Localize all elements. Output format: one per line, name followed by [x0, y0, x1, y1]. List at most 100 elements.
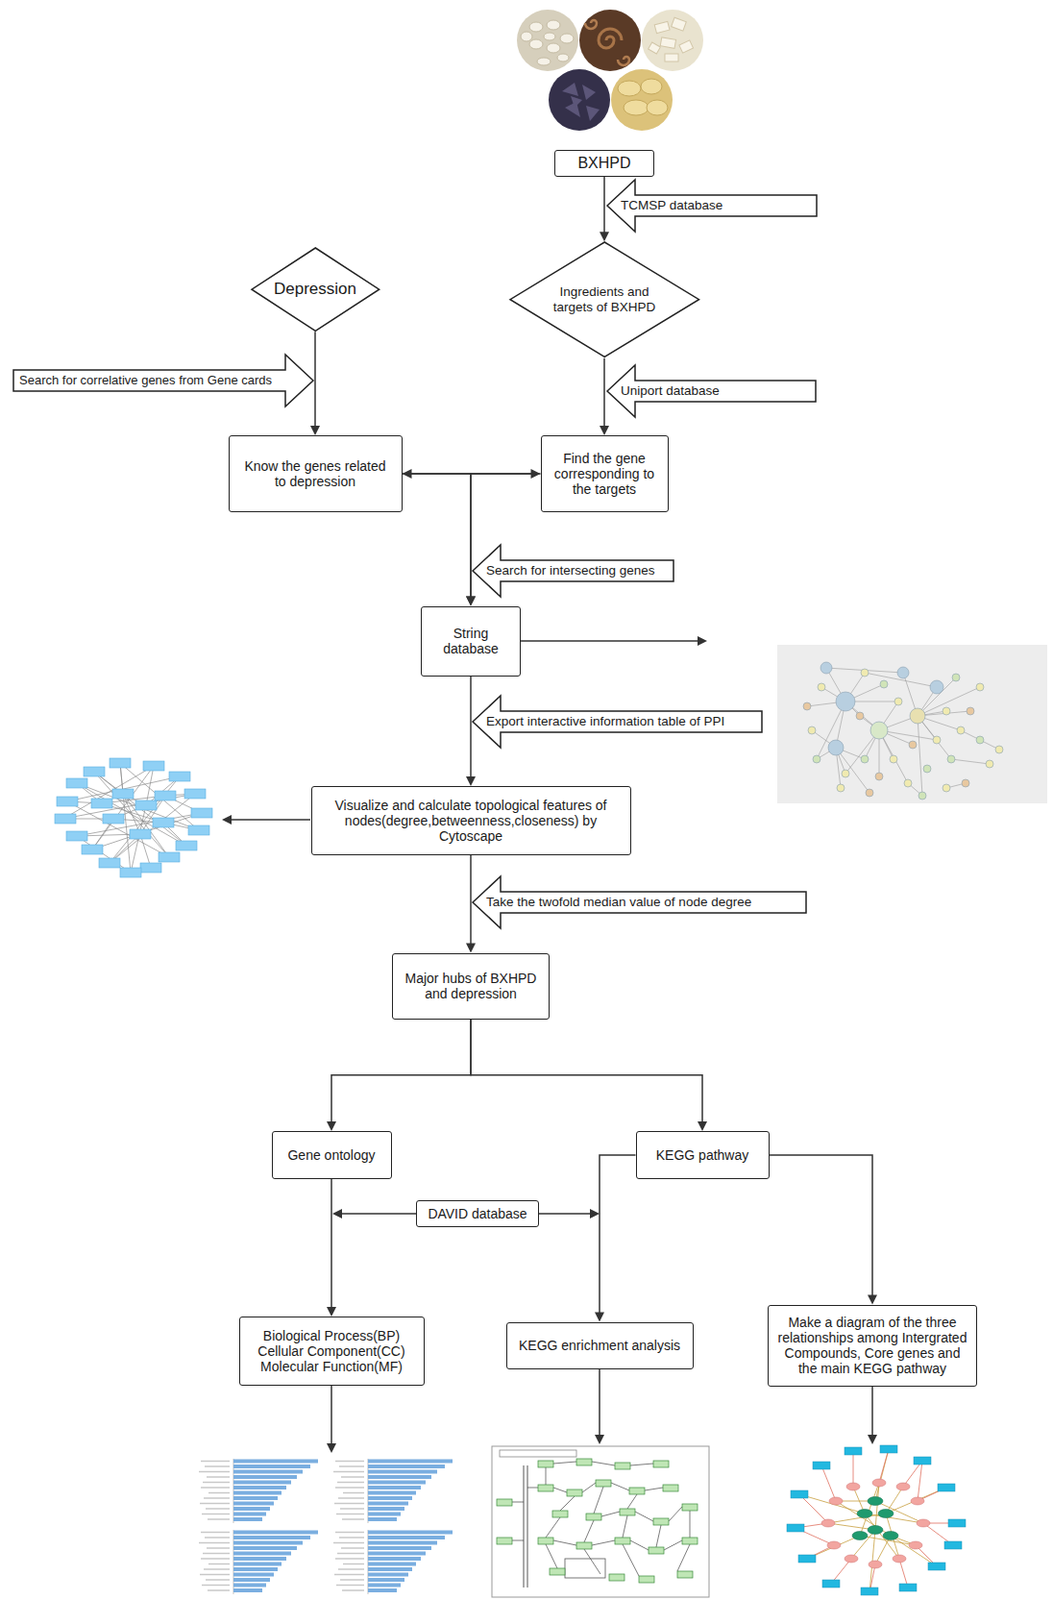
compound-gene-pathway-network: [948, 1518, 966, 1527]
process-box: String database: [420, 606, 521, 677]
herb-photos: [585, 20, 597, 29]
block-arrow-label: Take the twofold median value of node de…: [471, 876, 808, 929]
kegg-pathway-map: [549, 1567, 565, 1575]
compound-gene-pathway-network: [827, 1541, 841, 1549]
text-block: DAVID database: [427, 1205, 527, 1222]
herb-photos: [648, 42, 662, 54]
connector-line: [603, 358, 606, 427]
compound-gene-pathway-network: [857, 1509, 873, 1519]
text-block: Search for correlative genes from Gene c…: [19, 373, 272, 389]
herb-photos: [516, 9, 579, 72]
compound-gene-pathway-network: [799, 1448, 947, 1593]
go-bar-charts: [198, 1458, 453, 1594]
block-arrow-label: Search for correlative genes from Gene c…: [12, 354, 315, 407]
process-box: Make a diagram of the three relationship…: [767, 1304, 978, 1387]
ppi-network-image: [961, 779, 970, 787]
compound-gene-pathway-network: [844, 1554, 858, 1563]
connector: [326, 1178, 337, 1317]
text-block: Visualize and calculate topological feat…: [320, 797, 621, 844]
compound-gene-pathway-network: [860, 1587, 879, 1595]
herb-photos: [546, 43, 561, 53]
text-block: Find the gene corresponding to the targe…: [550, 450, 659, 497]
shape-outline: [607, 179, 817, 232]
flow-arrow: [871, 1383, 874, 1435]
node-text: Make a diagram of the three relationship…: [778, 1314, 968, 1376]
ppi-network-image: [976, 683, 984, 691]
kegg-pathway-map: [491, 1445, 710, 1597]
herb-photos: [641, 9, 704, 72]
kegg-pathway-map: [682, 1537, 698, 1544]
connector-line: [314, 331, 317, 427]
kegg-pathway-map: [682, 1503, 698, 1511]
compound-gene-pathway-network: [852, 1496, 899, 1541]
kegg-pathway-map: [648, 1546, 664, 1554]
compound-gene-pathway-network: [908, 1541, 923, 1549]
ppi-network-image: [860, 755, 869, 763]
kegg-pathway-map: [576, 1458, 592, 1466]
hub-network-image: [175, 840, 197, 851]
flow-arrow: [598, 1364, 601, 1435]
ppi-network-image: [976, 735, 984, 744]
ppi-network-image: [803, 702, 811, 711]
text-block: Major hubs of BXHPD and depression: [402, 970, 540, 1002]
node-text: Search for correlative genes from Gene c…: [19, 373, 272, 389]
hub-network-image: [112, 788, 134, 799]
node-text: String database: [431, 625, 512, 657]
connector-line: [402, 473, 472, 598]
hub-network-image: [91, 798, 113, 809]
ppi-network-image: [947, 755, 956, 763]
shape-outline: [472, 876, 807, 929]
ppi-network-image: [875, 772, 883, 781]
herb-photos: [548, 69, 611, 131]
herb-photos: [546, 20, 561, 30]
herb-photos: [623, 99, 649, 116]
node-text: Ingredients and targets of BXHPD: [546, 284, 662, 315]
text-block: Biological Process(BP) Cellular Componen…: [248, 1327, 415, 1374]
herb-photos: [617, 56, 630, 66]
compound-gene-pathway-network: [896, 1482, 910, 1491]
ppi-network-image: [930, 680, 944, 694]
process-box: Know the genes related to depression: [228, 435, 403, 513]
ppi-network-image: [880, 680, 888, 688]
flow-arrow: [589, 1208, 600, 1219]
hub-network-image: [191, 808, 213, 818]
compound-gene-pathway-network: [867, 1496, 883, 1506]
ppi-network-image: [942, 783, 951, 792]
node-text: Export interactive information table of …: [486, 713, 725, 730]
connector-line: [330, 1178, 333, 1308]
compound-gene-pathway-network: [882, 1531, 899, 1541]
kegg-pathway-map: [552, 1510, 568, 1518]
herb-photos: [660, 37, 676, 49]
compound-gene-pathway-network: [790, 1490, 809, 1498]
node-text: Major hubs of BXHPD and depression: [402, 970, 540, 1002]
herb-photos: [586, 105, 600, 122]
ppi-network-image: [817, 683, 826, 691]
node-text: Biological Process(BP) Cellular Componen…: [248, 1327, 415, 1374]
ppi-network-image: [865, 788, 874, 797]
shape-outline: [472, 544, 674, 597]
herb-photos: [664, 53, 679, 62]
kegg-pathway-map: [538, 1537, 554, 1544]
decision-diamond: Depression: [250, 246, 381, 332]
arrow-head: [465, 776, 476, 786]
ppi-network-image: [870, 721, 888, 739]
connector: [326, 1019, 471, 1132]
text-block: Uniport database: [620, 383, 720, 399]
process-box: DAVID database: [416, 1199, 539, 1227]
hub-network-image: [63, 762, 202, 873]
kegg-pathway-map: [595, 1479, 612, 1487]
herb-photos: [560, 33, 574, 44]
kegg-pathway-map: [499, 1449, 577, 1457]
hub-network-image: [98, 857, 121, 868]
ppi-network-image: [942, 707, 951, 715]
node-text: Visualize and calculate topological feat…: [320, 797, 621, 844]
text-block: String database: [431, 625, 512, 657]
arrow-head: [697, 1121, 708, 1131]
go-bar-charts: [198, 1529, 319, 1594]
connector-line: [469, 676, 472, 779]
flow-arrow: [221, 814, 232, 825]
node-text: Gene ontology: [287, 1147, 375, 1163]
hub-network-image: [154, 790, 176, 801]
kegg-pathway-map: [538, 1484, 554, 1492]
hub-network-image: [109, 758, 131, 768]
